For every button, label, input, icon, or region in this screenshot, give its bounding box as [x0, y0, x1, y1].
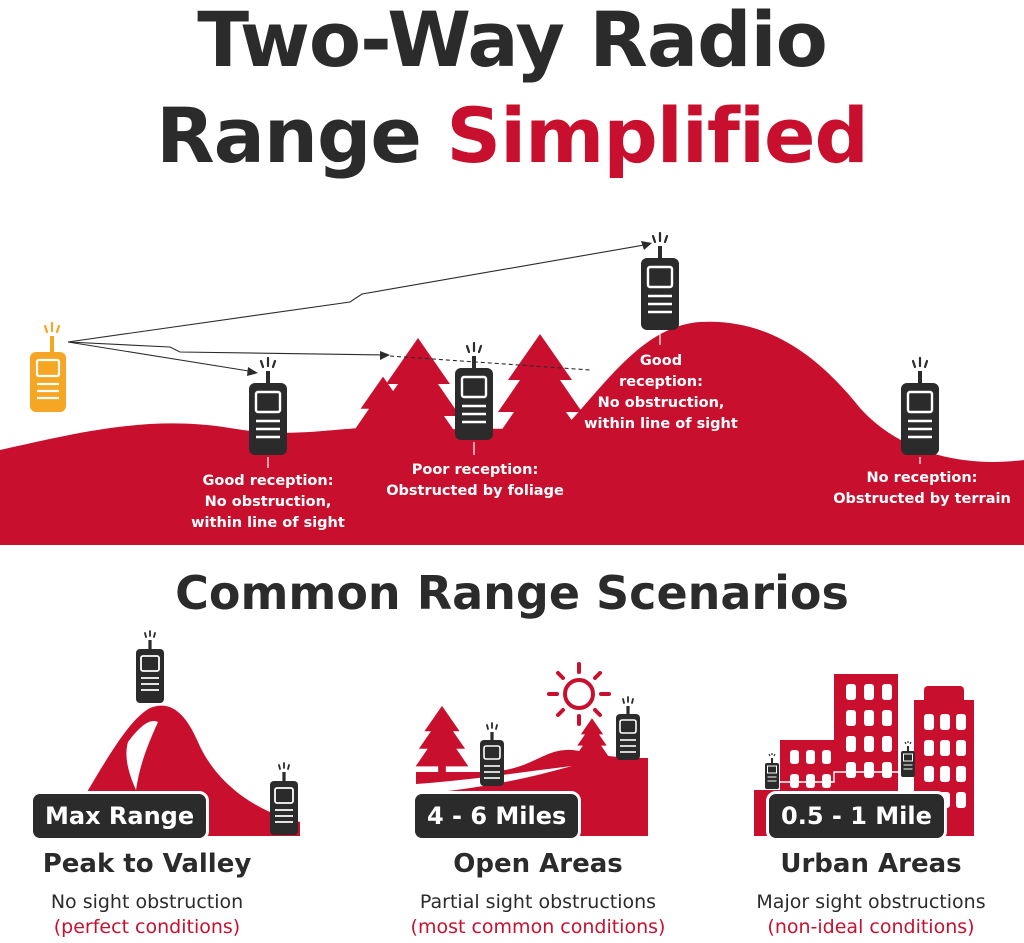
scenario-title-open-areas: Open Areas	[453, 849, 623, 879]
sun-icon	[547, 662, 611, 726]
signal-line-to-trees	[67, 341, 386, 356]
radio-icon	[269, 762, 299, 836]
range-diagram	[0, 231, 1024, 545]
radio-icon	[900, 740, 916, 778]
radio-icon	[479, 722, 505, 787]
radio-icon	[764, 752, 780, 790]
scenario-note-peak-to-valley: (perfect conditions)	[53, 916, 241, 938]
title-plain-word: Range	[156, 91, 422, 180]
title-accent-word: Simplified	[446, 91, 869, 180]
page-title-line-1: Two-Way Radio	[197, 0, 828, 84]
label-good-reception-near: Good reception: No obstruction, within l…	[191, 473, 345, 531]
label-poor-reception: Poor reception: Obstructed by foliage	[386, 462, 564, 499]
badge-max-range: Max Range	[30, 791, 210, 841]
label-no-reception: No reception: Obstructed by terrain	[833, 470, 1011, 507]
radio-icon	[899, 356, 941, 457]
radio-icon	[453, 341, 495, 442]
signal-line-to-near-radio	[67, 341, 256, 373]
scenario-description-urban-areas: Major sight obstructions	[756, 891, 986, 913]
label-good-reception-hilltop: Good reception: No obstruction, within l…	[584, 353, 738, 432]
scenario-note-urban-areas: (non-ideal conditions)	[767, 916, 975, 938]
section-heading: Common Range Scenarios	[175, 566, 849, 620]
scenario-description-open-areas: Partial sight obstructions	[419, 891, 657, 913]
scenario-description-peak-to-valley: No sight obstruction	[50, 891, 244, 913]
scenario-note-open-areas: (most common conditions)	[410, 916, 666, 938]
badge-urban-range: 0.5 - 1 Mile	[766, 791, 947, 841]
badge-open-areas-range: 4 - 6 Miles	[412, 791, 582, 841]
signal-line-to-hilltop	[67, 243, 651, 343]
transmitter-radio-icon	[30, 321, 66, 412]
tree-icon	[492, 334, 588, 460]
tree-icon	[415, 705, 469, 776]
scenario-title-peak-to-valley: Peak to Valley	[42, 849, 252, 879]
page-title-line-2: Range Simplified	[0, 98, 1024, 174]
radio-icon	[615, 696, 641, 761]
scenario-title-urban-areas: Urban Areas	[780, 849, 962, 879]
radio-icon	[135, 630, 165, 704]
signal-line-obstructed	[389, 355, 591, 371]
